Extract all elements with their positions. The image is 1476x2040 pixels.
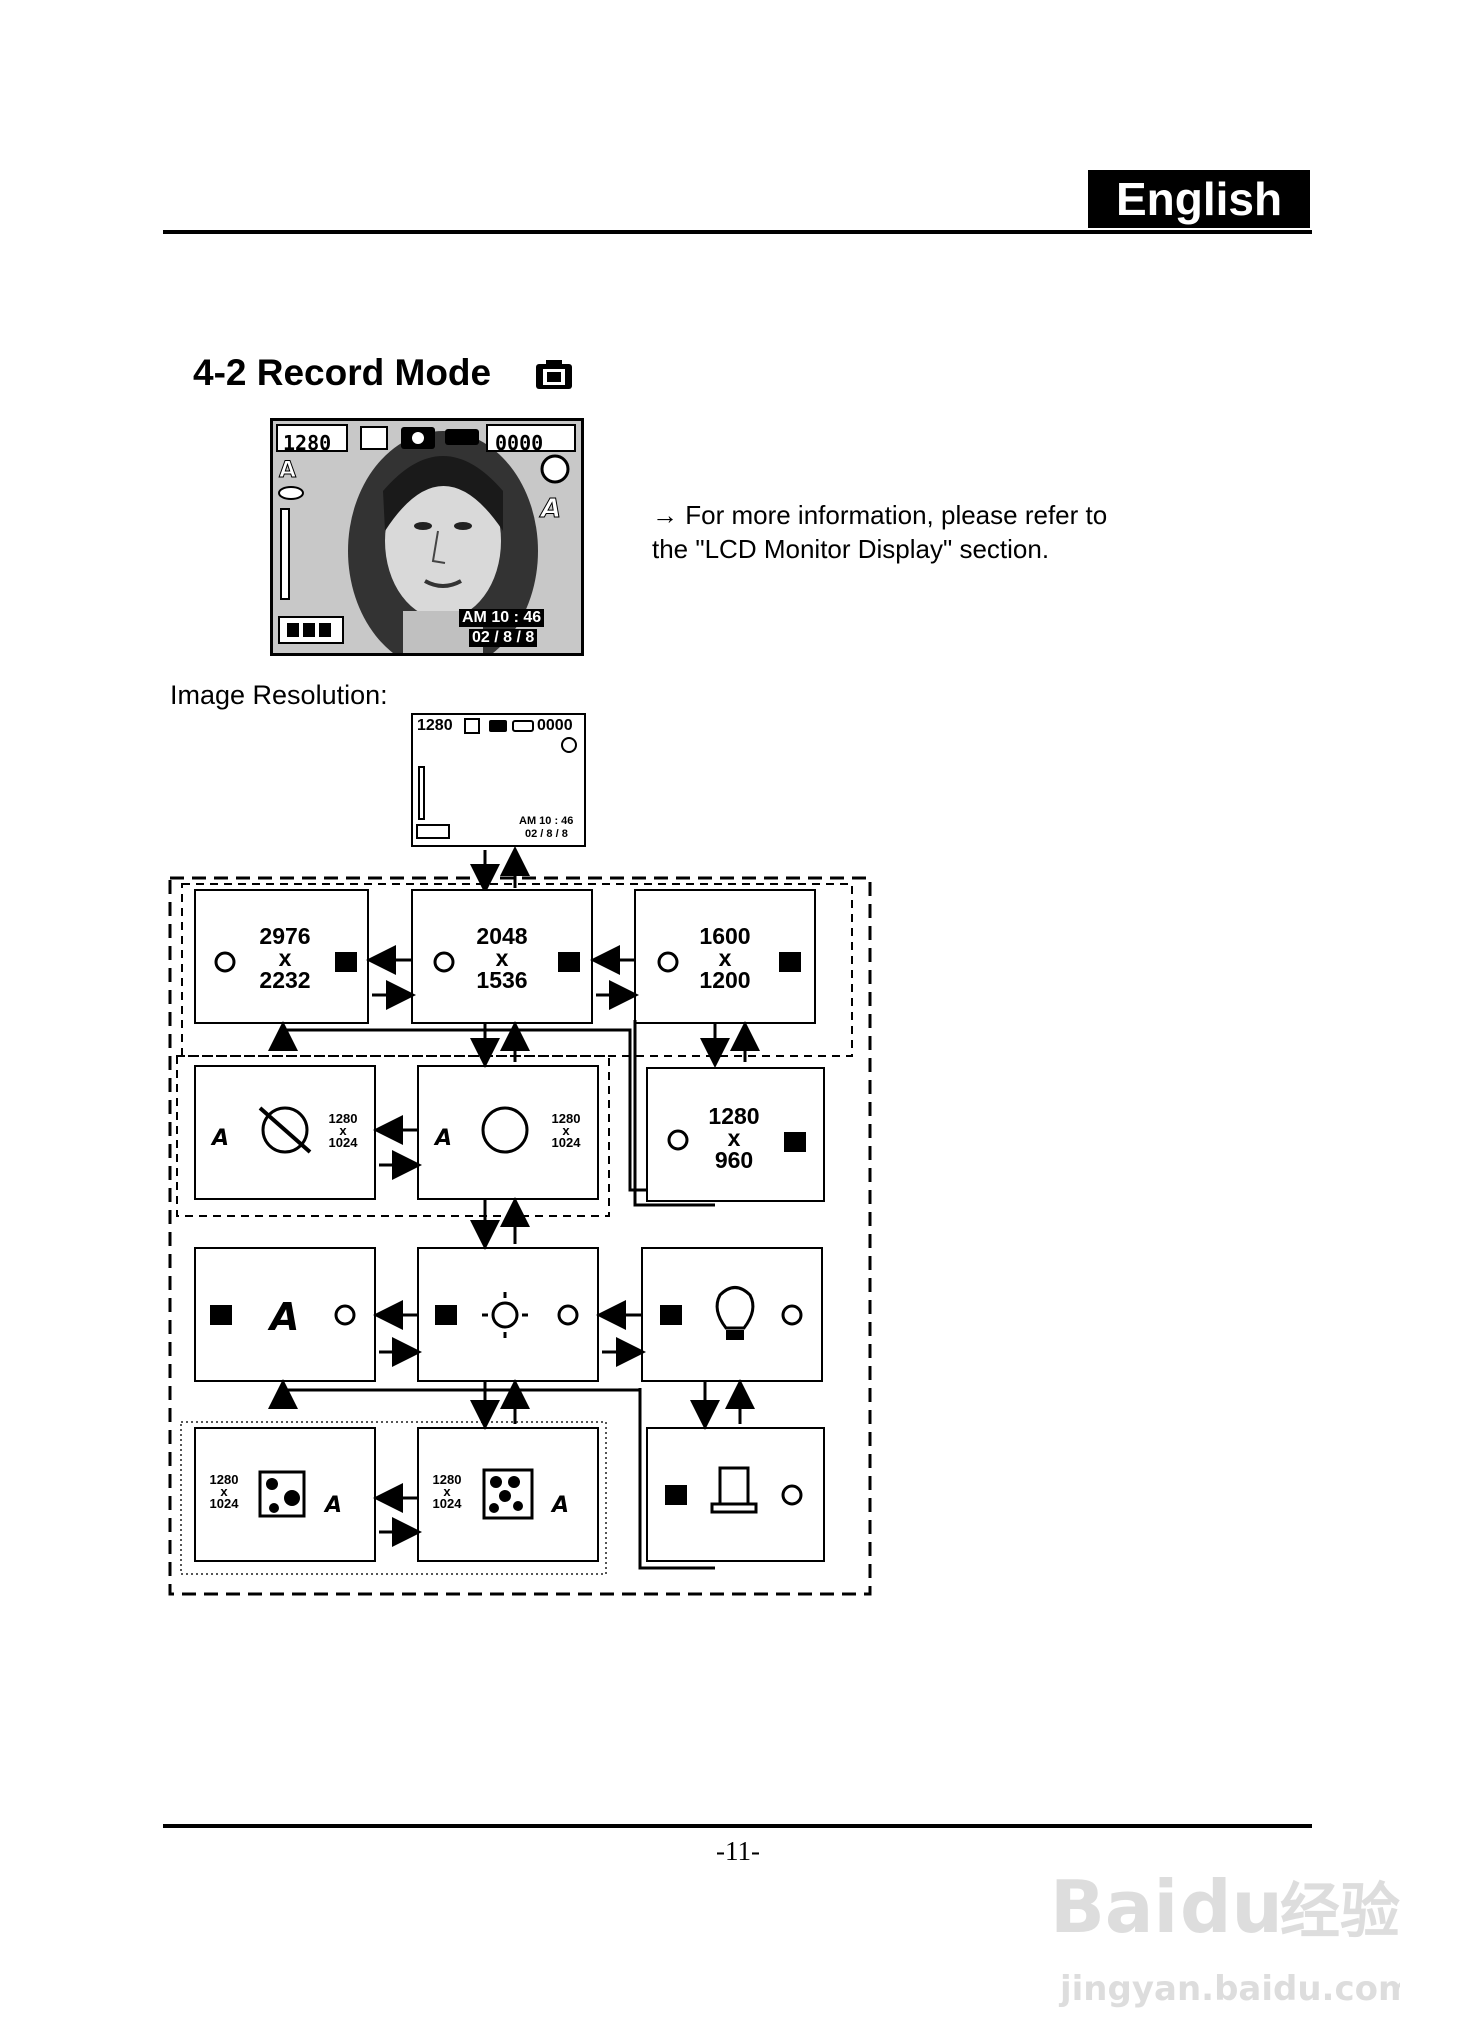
lcd-time: AM 10 : 46 (459, 609, 544, 627)
res-2048-h: 1536 (472, 969, 532, 991)
lcd-preview: A A 1280 0000 AM 10 : 46 02 / 8 / 8 (270, 418, 584, 656)
page-number: -11- (700, 1836, 776, 1867)
svg-text:经验: 经验 (1280, 1877, 1400, 1947)
res-2976-h: 2232 (255, 969, 315, 991)
res-2048-w: 2048 (472, 925, 532, 947)
language-tab: English (1088, 170, 1310, 228)
svg-text:Bai: Bai (1050, 1865, 1178, 1949)
image-resolution-label: Image Resolution: (170, 680, 388, 711)
res-2048-x: x (472, 947, 532, 969)
lcd-resolution: 1280 (283, 431, 331, 455)
section-title: 4-2 Record Mode (193, 352, 491, 394)
info-note: → For more information, please refer to … (652, 498, 1107, 566)
arrow-icon: → (652, 500, 678, 530)
small-res-d-h: 1024 (427, 1498, 467, 1510)
baidu-watermark: Bai du 经验 jingyan.baidu.com (1040, 1820, 1400, 2020)
small-res-a-h: 1024 (323, 1137, 363, 1149)
note-line-2: the "LCD Monitor Display" section. (652, 532, 1107, 566)
svg-text:A: A (433, 1126, 452, 1151)
svg-text:A: A (210, 1126, 229, 1151)
res-1600-x: x (695, 947, 755, 969)
svg-text:A: A (279, 458, 296, 483)
res-1600-h: 1200 (695, 969, 755, 991)
note-line-1: For more information, please refer to (685, 500, 1107, 530)
res-1600-w: 1600 (695, 925, 755, 947)
svg-text:du: du (1180, 1865, 1283, 1949)
mini-lcd-date: 02 / 8 / 8 (525, 828, 568, 840)
header-rule (163, 230, 1312, 234)
svg-text:A: A (550, 1493, 569, 1518)
res-2976: 2976 x 2232 (255, 925, 315, 991)
res-1280: 1280 x 960 (704, 1105, 764, 1171)
svg-text:A: A (267, 1295, 299, 1339)
camera-icon (535, 360, 573, 390)
svg-text:A: A (323, 1493, 342, 1518)
res-1600: 1600 x 1200 (695, 925, 755, 991)
res-2976-x: x (255, 947, 315, 969)
mini-lcd-time: AM 10 : 46 (519, 815, 573, 827)
small-res-c-h: 1024 (204, 1498, 244, 1510)
mini-lcd: 1280 0000 AM 10 : 46 02 / 8 / 8 (411, 713, 586, 847)
lcd-date: 02 / 8 / 8 (469, 629, 537, 647)
small-res-b-h: 1024 (546, 1137, 586, 1149)
res-1280-h: 960 (704, 1149, 764, 1171)
svg-text:A: A (539, 494, 561, 524)
res-1280-w: 1280 (704, 1105, 764, 1127)
svg-text:jingyan.baidu.com: jingyan.baidu.com (1058, 1969, 1400, 2009)
lcd-counter: 0000 (495, 431, 543, 455)
res-2976-w: 2976 (255, 925, 315, 947)
res-2048: 2048 x 1536 (472, 925, 532, 991)
res-1280-x: x (704, 1127, 764, 1149)
